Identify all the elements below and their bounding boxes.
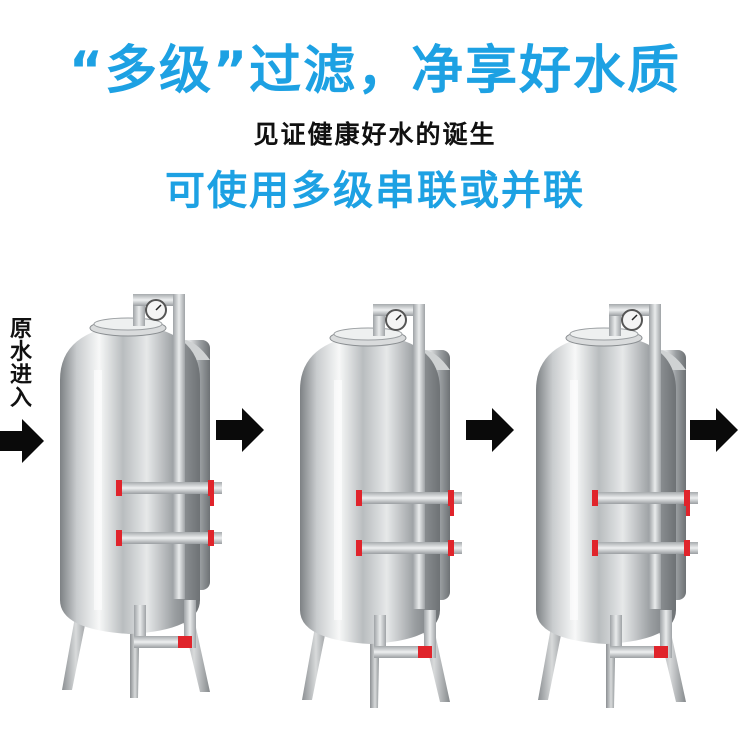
flow-arrow-icon (0, 419, 44, 463)
flow-arrow-icon (216, 408, 264, 452)
page-tagline: 可使用多级串联或并联 (165, 168, 585, 214)
page-subtitle: 见证健康好水的诞生 (253, 120, 497, 149)
flow-arrow-icon (466, 408, 514, 452)
raw-water-inlet-label: 原水进入 (9, 317, 32, 411)
filter-tank-2 (299, 303, 463, 709)
filter-tank-1 (59, 293, 223, 699)
flow-arrow-icon (690, 408, 738, 452)
filter-tank-3 (535, 303, 699, 709)
page-title: “多级”过滤，净享好水质 (68, 41, 682, 101)
